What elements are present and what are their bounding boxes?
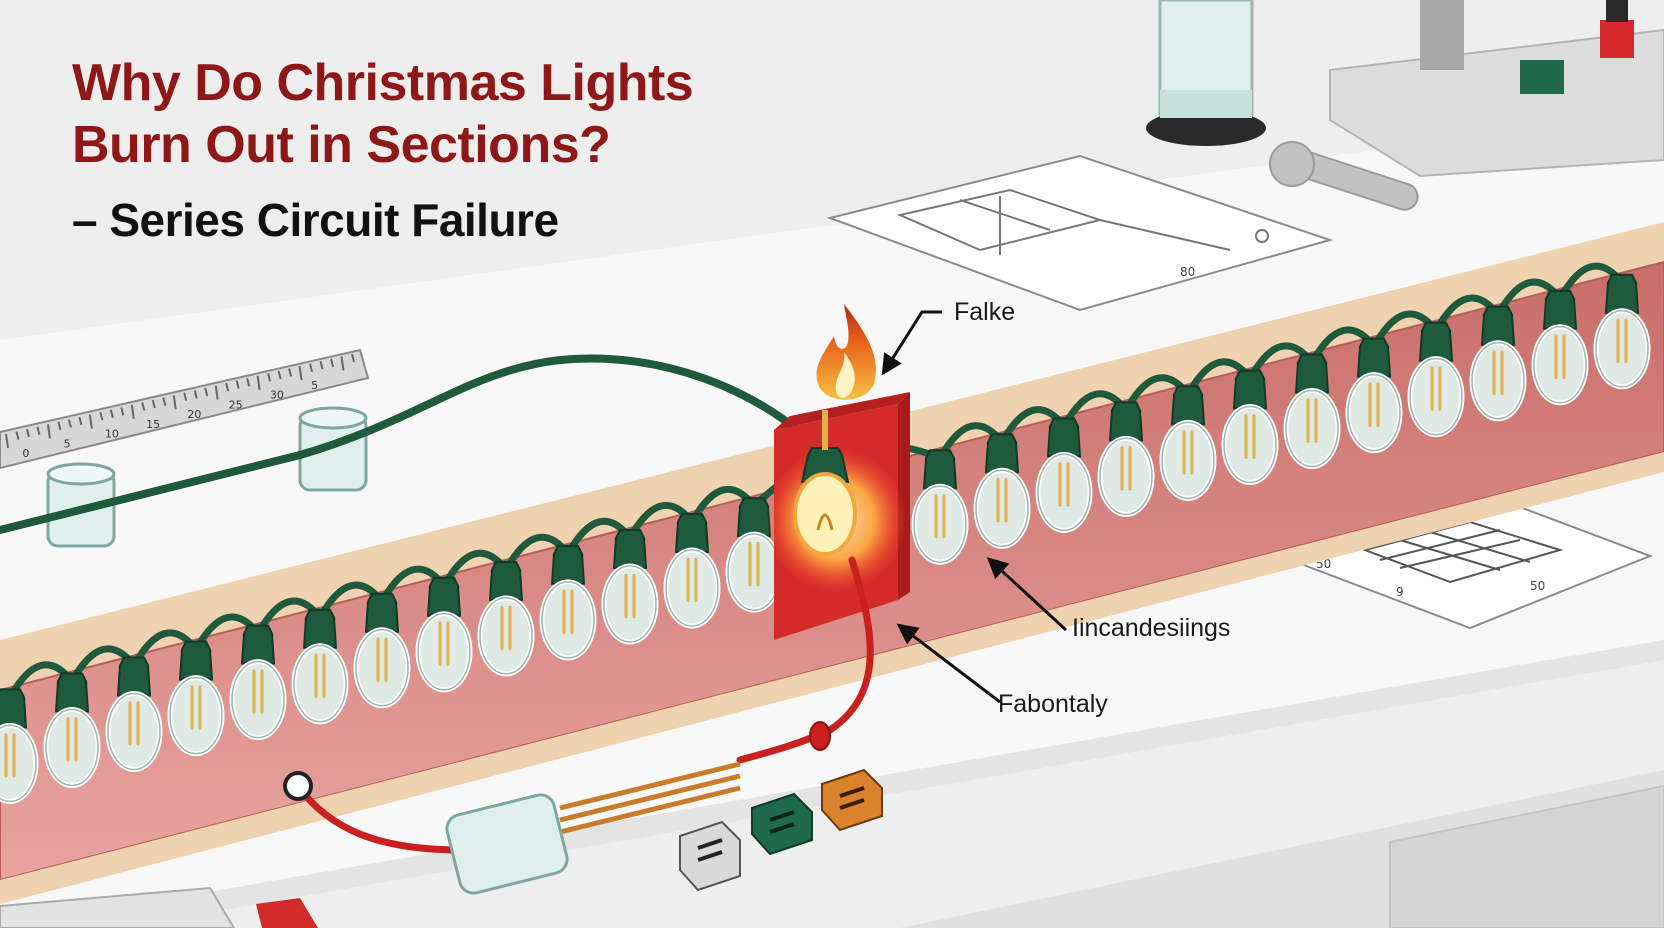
bulb [1097,401,1155,517]
title-line-2: Burn Out in Sections? [72,116,611,174]
glass-fuse [445,761,741,895]
ruler-mark: 0 [22,447,29,460]
red-wire-lower [294,782,464,854]
connector-block-green [751,792,813,856]
red-wire [736,556,874,764]
bulb [43,672,101,788]
page-title: Why Do Christmas Lights Burn Out in Sect… [72,52,694,176]
ruler-mark: 20 [187,408,201,421]
schematic-sketch-top: 80 [826,154,1334,312]
bulb [353,592,411,709]
callout-flame-label: Falke [954,298,1016,326]
bulb [973,433,1031,549]
wire-joint [809,721,831,751]
ruler-mark: 5 [311,379,318,392]
bulb [1283,353,1341,470]
title-line-1: Why Do Christmas Lights [72,54,694,112]
ruler: 0 5 10 15 20 25 30 5 [0,348,370,470]
bulb [167,640,225,757]
sketch-mark: 50 [1530,579,1545,593]
bottom-red-object [256,898,318,928]
glass-beaker [1146,0,1266,146]
bulb [1593,273,1651,390]
bulb [1407,321,1465,438]
callout-bulbs-label: Iincandesiings [1072,614,1231,642]
bulb [1531,289,1589,406]
ruler-mark: 30 [270,389,284,402]
cabinet-door [1389,784,1664,928]
ruler-mark: 10 [105,428,119,441]
bulb [105,656,163,773]
wire-grommet [283,771,313,801]
bulb [291,608,349,725]
sketch-mark: 80 [1180,265,1195,279]
bulb [1221,369,1279,485]
bulb [539,544,597,661]
bulb [229,624,287,741]
ruler-mark: 15 [146,418,160,431]
ruler-mark: 5 [64,437,71,450]
bulb [1345,337,1403,454]
callout-wire-label: Fabontaly [998,690,1108,718]
bulb [1035,417,1093,533]
bulb [1159,385,1217,501]
wrench [1269,141,1419,211]
bottom-left-object [0,886,236,928]
failed-bulb [793,410,857,556]
page-subtitle: – Series Circuit Failure [72,194,559,246]
bulb [0,688,39,804]
bulb-string [0,262,1651,804]
sketch-mark: 9 [1396,585,1404,599]
lab-apparatus [1329,0,1664,178]
bulb [1469,305,1527,422]
ruler-mark: 25 [229,398,243,411]
bulb [415,576,473,693]
callout-arrows [881,310,1068,704]
flame-icon [816,304,876,400]
bulb [663,513,721,629]
feed-wire [0,354,824,534]
connector-block-orange [821,768,883,832]
bulb [601,528,659,645]
bulb [911,449,969,565]
connector-block-grey [679,820,741,892]
bulb [477,560,535,677]
